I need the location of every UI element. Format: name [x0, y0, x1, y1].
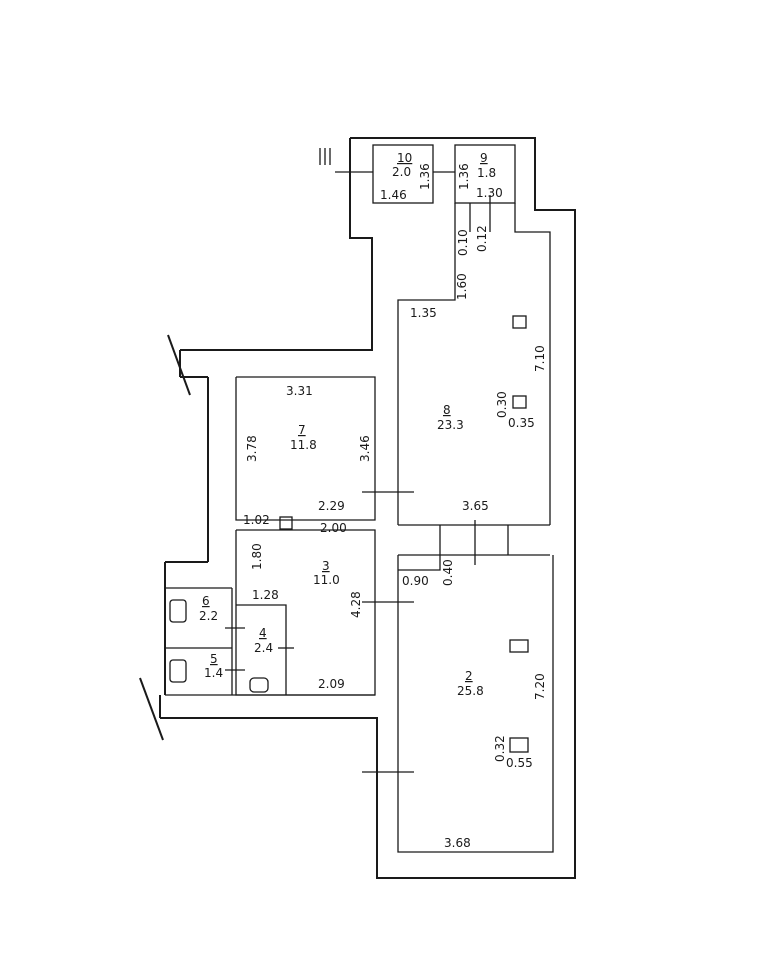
dim-room7-right: 3.46 — [358, 435, 372, 462]
dim-room7-bottom: 2.29 — [318, 499, 345, 513]
room-5-area: 1.4 — [204, 666, 223, 680]
dim-room10-height: 1.36 — [418, 163, 432, 190]
dim-room8-top-left: 1.35 — [410, 306, 437, 320]
dim-room4-width: 1.28 — [252, 588, 279, 602]
dim-room9-width: 1.30 — [476, 186, 503, 200]
dim-room2-height: 7.20 — [533, 673, 547, 700]
dim-room8-height: 7.10 — [533, 345, 547, 372]
room-3-area: 11.0 — [313, 573, 340, 587]
inner-walls — [165, 144, 554, 853]
dim-room7-step: 1.02 — [243, 513, 270, 527]
dim-room10-width: 1.46 — [380, 188, 407, 202]
dim-room2-step-h: 0.40 — [441, 559, 455, 586]
dim-room8-pillar-w: 0.35 — [508, 416, 535, 430]
room-4-number: 4 — [259, 626, 267, 640]
dim-room3-right: 4.28 — [349, 591, 363, 618]
room-6-area: 2.2 — [199, 609, 218, 623]
dim-room3-bottom: 2.09 — [318, 677, 345, 691]
dim-room8-bottom: 3.65 — [462, 499, 489, 513]
dim-room3-left: 1.80 — [250, 543, 264, 570]
room-4-area: 2.4 — [254, 641, 273, 655]
room-10-area: 2.0 — [392, 165, 411, 179]
dim-room3-top: 2.00 — [320, 521, 347, 535]
room-5-number: 5 — [210, 652, 218, 666]
outer-walls — [139, 137, 576, 879]
dim-room7-left: 3.78 — [245, 435, 259, 462]
room-7-area: 11.8 — [290, 438, 317, 452]
room-8-area: 23.3 — [437, 418, 464, 432]
dim-room9-height: 1.36 — [457, 163, 471, 190]
dim-room2-pillar-h: 0.32 — [493, 735, 507, 762]
room-9-area: 1.8 — [477, 166, 496, 180]
room-2-area: 25.8 — [457, 684, 484, 698]
dim-room2-step-w: 0.90 — [402, 574, 429, 588]
dim-room7-width: 3.31 — [286, 384, 313, 398]
dim-corridor-b: 0.12 — [475, 225, 489, 252]
dimension-labels: 1.46 1.36 1.36 1.30 0.10 0.12 1.35 1.60 … — [243, 163, 547, 850]
room-8-number: 8 — [443, 403, 451, 417]
dim-room2-bottom: 3.68 — [444, 836, 471, 850]
room-6-number: 6 — [202, 594, 210, 608]
dim-room8-pillar-h: 0.30 — [495, 391, 509, 418]
room-labels: 10 2.0 9 1.8 8 23.3 7 11.8 3 11.0 4 2.4 … — [199, 151, 496, 698]
dim-corridor-a: 0.10 — [456, 229, 470, 256]
room-3-number: 3 — [322, 559, 330, 573]
dim-room8-top-depth: 1.60 — [455, 273, 469, 300]
room-10-number: 10 — [397, 151, 412, 165]
room-2-number: 2 — [465, 669, 473, 683]
room-7-number: 7 — [298, 423, 306, 437]
room-9-number: 9 — [480, 151, 488, 165]
dim-room2-pillar-w: 0.55 — [506, 756, 533, 770]
